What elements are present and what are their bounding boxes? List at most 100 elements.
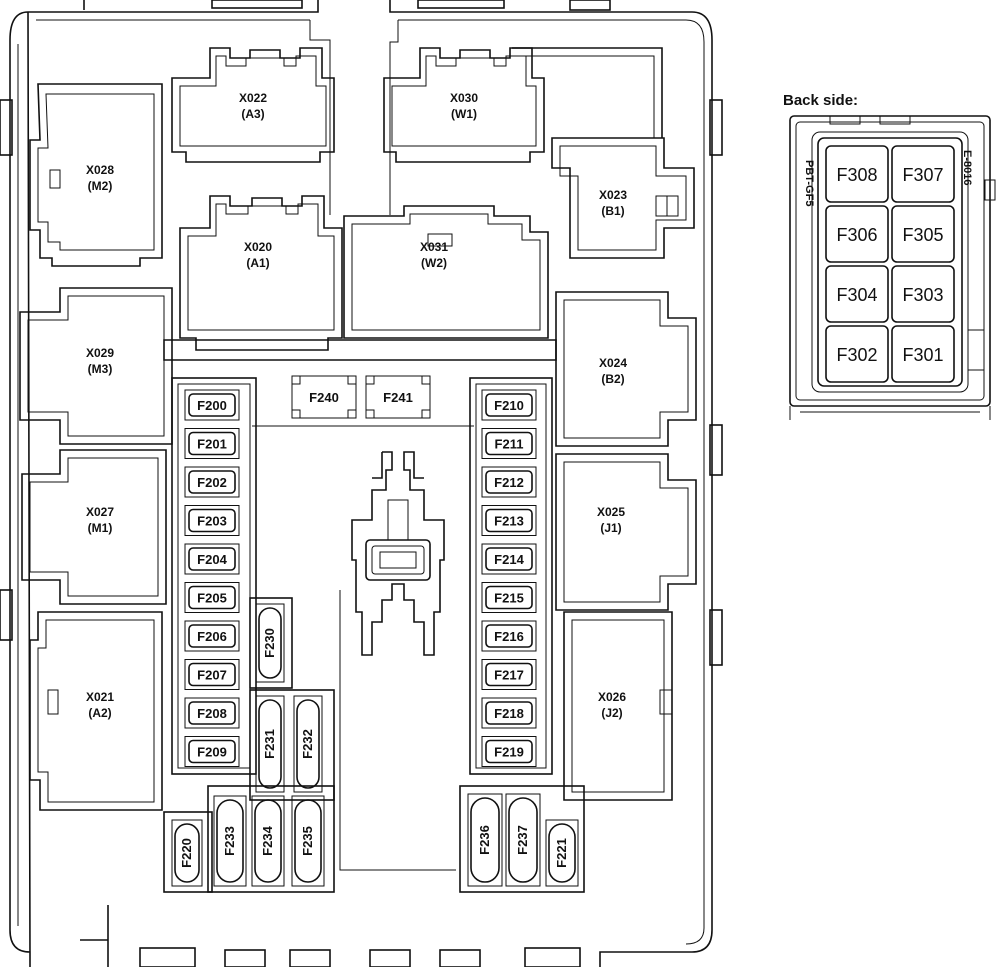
fuse-label: F207 — [197, 668, 227, 683]
back-fuse-f305: F305 — [891, 205, 955, 263]
fuse-f221: F221 — [545, 819, 579, 887]
fuse-label: F218 — [494, 706, 524, 721]
connector-x030: X030 (W1) — [450, 91, 478, 121]
fuse-label: F215 — [494, 591, 524, 606]
fuse-f234: F234 — [251, 795, 285, 887]
top-fuse-pair: F240 F241 — [291, 375, 431, 419]
fuse-f218: F218 — [481, 697, 537, 729]
fuse-label: F206 — [197, 629, 227, 644]
fuse-f237: F237 — [505, 793, 541, 887]
connector-pin: (B1) — [601, 204, 624, 218]
fuse-label: F200 — [197, 398, 227, 413]
fuse-label: F216 — [494, 629, 524, 644]
fuse-label: F231 — [262, 729, 277, 759]
fuse-label: F204 — [197, 552, 227, 567]
connector-x027: X027 (M1) — [86, 505, 114, 535]
connector-x029: X029 (M3) — [86, 346, 114, 376]
fuse-f219: F219 — [481, 736, 537, 767]
back-fuse-label: F307 — [902, 165, 943, 185]
back-fuse-label: F305 — [902, 225, 943, 245]
connector-id: X021 — [86, 690, 114, 704]
fuse-f206: F206 — [184, 620, 240, 652]
connector-pin: (M3) — [88, 362, 113, 376]
fuse-f210: F210 — [481, 389, 537, 421]
fuse-f220: F220 — [171, 819, 203, 887]
back-fuse-f302: F302 — [825, 325, 889, 383]
back-fuse-label: F306 — [836, 225, 877, 245]
connector-id: X028 — [86, 163, 114, 177]
connector-pin: (M2) — [88, 179, 113, 193]
connector-x022: X022 (A3) — [239, 91, 267, 121]
connector-pin: (A3) — [241, 107, 264, 121]
connector-id: X026 — [598, 690, 626, 704]
fuse-f200: F200 — [184, 389, 240, 421]
fuse-f215: F215 — [481, 582, 537, 613]
relay-socket-icon — [351, 451, 445, 656]
fuse-label: F220 — [179, 838, 194, 868]
connector-id: X029 — [86, 346, 114, 360]
fuse-f211: F211 — [481, 428, 537, 459]
fuse-label: F202 — [197, 475, 227, 490]
fuse-label: F209 — [197, 745, 227, 760]
fuse-f216: F216 — [481, 620, 537, 652]
connector-pin: (M1) — [88, 521, 113, 535]
fuse-column-frames — [163, 377, 585, 893]
back-fuse-f307: F307 — [891, 145, 955, 203]
back-fuse-f306: F306 — [825, 205, 889, 263]
back-fuse-f301: F301 — [891, 325, 955, 383]
fuse-f207: F207 — [184, 659, 240, 690]
fuse-f204: F204 — [184, 543, 240, 575]
connector-labels: X022 (A3) X030 (W1) X028 (M2) X023 (B1) X020(A1)… — [86, 91, 627, 720]
back-fuse-f304: F304 — [825, 265, 889, 323]
connector-id: X023 — [599, 188, 627, 202]
back-fuse-label: F303 — [902, 285, 943, 305]
fuse-label: F240 — [309, 390, 339, 405]
fuse-f231: F231 — [255, 695, 285, 793]
fuse-label: F230 — [262, 628, 277, 658]
back-side-part-label: E-8016 — [961, 150, 973, 185]
fuse-f205: F205 — [184, 582, 240, 613]
fuse-label: F205 — [197, 591, 227, 606]
back-fuse-label: F304 — [836, 285, 877, 305]
fuse-f235: F235 — [291, 795, 325, 887]
fuse-f233: F233 — [213, 795, 247, 887]
connector-x026: X026(J2) — [598, 690, 626, 720]
fuse-label: F214 — [494, 552, 524, 567]
back-fuse-label: F308 — [836, 165, 877, 185]
connector-id: X031 — [420, 240, 448, 254]
connector-pin: (B2) — [601, 372, 624, 386]
back-fuse-label: F302 — [836, 345, 877, 365]
connector-x025: X025 (J1) — [597, 505, 625, 535]
fuse-f209: F209 — [184, 736, 240, 767]
connector-id: X024 — [599, 356, 627, 370]
fuse-f240: F240 — [291, 375, 357, 419]
back-side-material-label: PBT-GF5 — [803, 160, 815, 206]
connector-x021: X021(A2) — [86, 690, 114, 720]
fuse-label: F236 — [477, 825, 492, 855]
fuse-f241: F241 — [365, 375, 431, 419]
fuse-label: F234 — [260, 825, 275, 855]
fuse-f230: F230 — [255, 603, 285, 683]
connector-outlines — [19, 47, 697, 871]
fuse-label: F203 — [197, 514, 227, 529]
connector-pin: (J1) — [600, 521, 621, 535]
connector-x028: X028 (M2) — [86, 163, 114, 193]
fuse-label: F210 — [494, 398, 524, 413]
connector-id: X030 — [450, 91, 478, 105]
fuse-f217: F217 — [481, 659, 537, 690]
connector-x024: X024 (B2) — [599, 356, 627, 386]
connector-pin: (W1) — [451, 107, 477, 121]
fuse-f208: F208 — [184, 697, 240, 729]
connector-id: X027 — [86, 505, 114, 519]
fuse-label: F211 — [495, 437, 524, 452]
connector-id: X022 — [239, 91, 267, 105]
connector-x020: X020(A1) — [244, 240, 272, 270]
fuse-f213: F213 — [481, 505, 537, 536]
back-fuse-label: F301 — [902, 345, 943, 365]
fuse-label: F221 — [554, 838, 569, 868]
back-side-heading: Back side: — [783, 92, 858, 109]
connector-id: X025 — [597, 505, 625, 519]
